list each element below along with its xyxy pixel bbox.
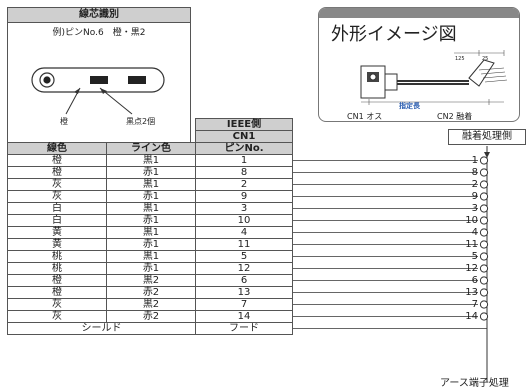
pin-terminal-circle: [479, 264, 489, 273]
right-pin-number: 3: [471, 203, 478, 214]
right-pin-number: 4: [471, 227, 478, 238]
right-pin-number: 8: [471, 167, 478, 178]
outline-image-panel: 外形イメージ図 125 25 指定長 CN1 オス CN2 融着: [318, 7, 520, 122]
ieee-side-header: IEEE側: [195, 118, 293, 131]
label-black-dots: 黒点2個: [126, 117, 156, 126]
right-pin-number: 12: [465, 263, 478, 274]
pin-terminal-circle: [479, 228, 489, 237]
id-box-example: 例)ピンNo.6 橙・黒2: [52, 28, 146, 38]
black-dot-2: [128, 76, 146, 84]
right-pin-number: 2: [471, 179, 478, 190]
right-pin-number: 11: [465, 239, 478, 250]
dim-125: 125: [455, 56, 465, 62]
solder-side-header: 融着処理側: [448, 129, 526, 145]
cn2-fan-out: [468, 59, 495, 87]
wire-identification-box: 線芯識別 例)ピンNo.6 橙・黒2 橙 黒点2個: [7, 7, 191, 146]
right-pin-number: 1: [471, 155, 478, 166]
black-dot-1: [90, 76, 108, 84]
wire-core-dot: [43, 76, 51, 84]
label-orange: 橙: [60, 117, 68, 126]
pin-terminal-circle: [479, 276, 489, 285]
pin-terminal-circle: [479, 204, 489, 213]
cn1-label: CN1 オス: [347, 112, 383, 121]
right-pin-number: 10: [465, 215, 478, 226]
cable-outline-drawing: [360, 50, 508, 105]
header-wire-color: 線色: [7, 142, 107, 155]
right-pin-number: 5: [471, 251, 478, 262]
dim-25: 25: [482, 56, 489, 62]
right-pin-number: 6: [471, 275, 478, 286]
panel-header-band: [319, 8, 519, 18]
shield-cell: シールド: [7, 322, 196, 335]
hood-cell: フード: [195, 322, 293, 335]
right-pin-number: 9: [471, 191, 478, 202]
header-line-color: ライン色: [106, 142, 196, 155]
bus-arrow: [484, 152, 490, 158]
pin-terminal-circle: [479, 168, 489, 177]
right-pin-number: 14: [465, 311, 478, 322]
leader-line-black: [99, 87, 133, 115]
specified-length-label: 指定長: [399, 102, 420, 110]
pin-terminal-circle: [479, 156, 489, 165]
pin-terminal-circle: [479, 312, 489, 321]
right-pin-number: 7: [471, 299, 478, 310]
id-box-title: 線芯識別: [8, 8, 190, 23]
pin-terminal-circle: [479, 192, 489, 201]
pin-terminal-circle: [479, 252, 489, 261]
shield-row: シールド フード: [7, 322, 293, 335]
pin-terminal-circle: [479, 180, 489, 189]
pin-terminal-circle: [479, 300, 489, 309]
outline-image-title: 外形イメージ図: [331, 24, 457, 45]
pin-terminal-circle: [479, 240, 489, 249]
pin-terminal-circle: [479, 216, 489, 225]
pin-terminal-circle: [479, 288, 489, 297]
header-pin-no: ピンNo.: [195, 142, 293, 155]
right-pin-number: 13: [465, 287, 478, 298]
ground-terminal-label: アース端子処理: [440, 378, 509, 389]
cn2-label: CN2 融着: [437, 112, 473, 121]
cn1-header: CN1: [195, 130, 293, 143]
wire-cross-section-diagram: [31, 67, 165, 115]
